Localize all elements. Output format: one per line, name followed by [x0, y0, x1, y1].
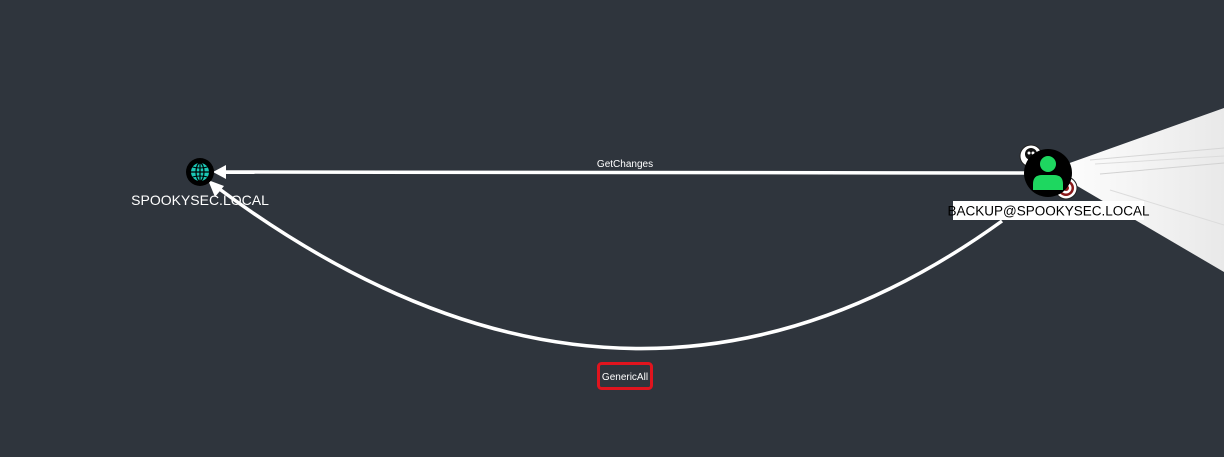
arrowhead-icon [213, 165, 226, 179]
user-icon [1033, 156, 1063, 190]
node-label-user-text: BACKUP@SPOOKYSEC.LOCAL [947, 204, 1150, 219]
edge-label-getchanges[interactable]: GetChanges [597, 159, 653, 170]
node-user[interactable] [1019, 144, 1078, 200]
node-label-user: BACKUP@SPOOKYSEC.LOCAL [947, 201, 1150, 220]
offscreen-edges-beam [1050, 108, 1224, 272]
edge-label-genericall[interactable]: GenericAll [597, 362, 653, 390]
globe-icon [191, 162, 209, 182]
edge-label-highlight-box [597, 362, 653, 390]
node-domain[interactable] [186, 158, 214, 186]
edge-genericall[interactable] [208, 180, 1004, 351]
edge-label-text: GenericAll [602, 372, 648, 383]
node-label-domain: SPOOKYSEC.LOCAL [131, 192, 269, 208]
arrowhead-icon [208, 180, 224, 197]
edge-getchanges[interactable] [213, 165, 1029, 179]
